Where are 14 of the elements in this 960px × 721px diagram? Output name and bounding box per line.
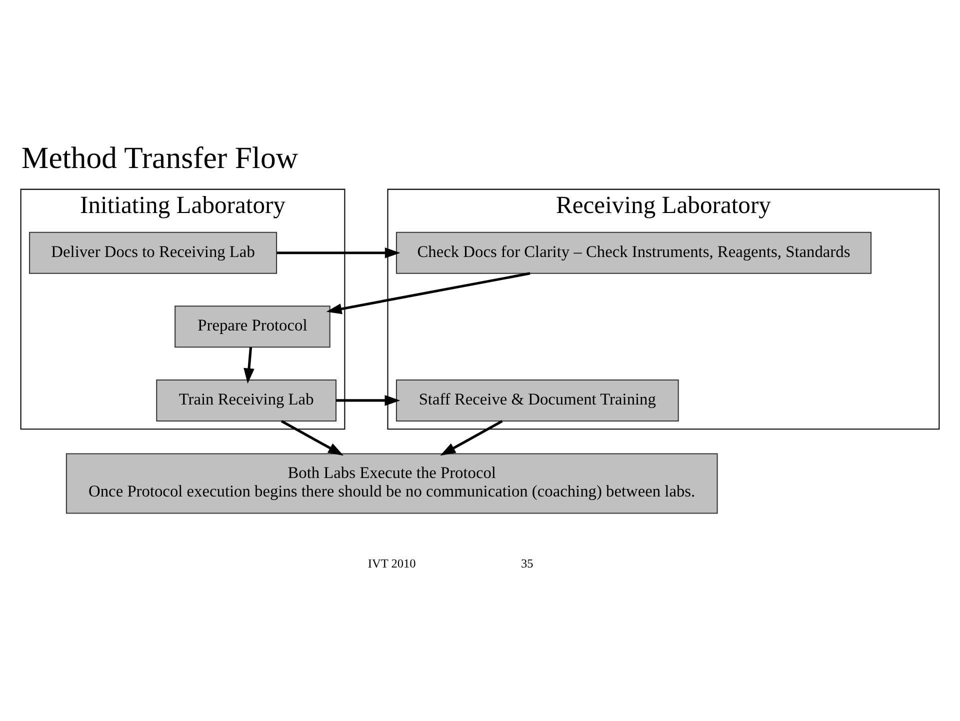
diagram-title: Method Transfer Flow xyxy=(21,140,298,174)
node-box: Train Receiving Lab xyxy=(156,378,336,421)
label: 35 xyxy=(521,556,534,570)
node-box: Prepare Protocol xyxy=(174,305,330,348)
arrow xyxy=(244,346,254,384)
label: IVT 2010 xyxy=(368,556,416,570)
node-box: Deliver Docs to Receiving Lab xyxy=(29,231,278,274)
arrow xyxy=(336,394,400,406)
arrow xyxy=(276,246,400,258)
node-box: Check Docs for Clarity – Check Instruments, Reagents, Standards xyxy=(396,231,872,274)
node-box: Staff Receive & Document Training xyxy=(396,378,679,421)
node-box: Both Labs Execute the Protocol Once Protocol execution begins there should be no communication (coaching) between labs. xyxy=(66,452,718,514)
arrow xyxy=(280,419,344,456)
arrow xyxy=(440,419,503,456)
